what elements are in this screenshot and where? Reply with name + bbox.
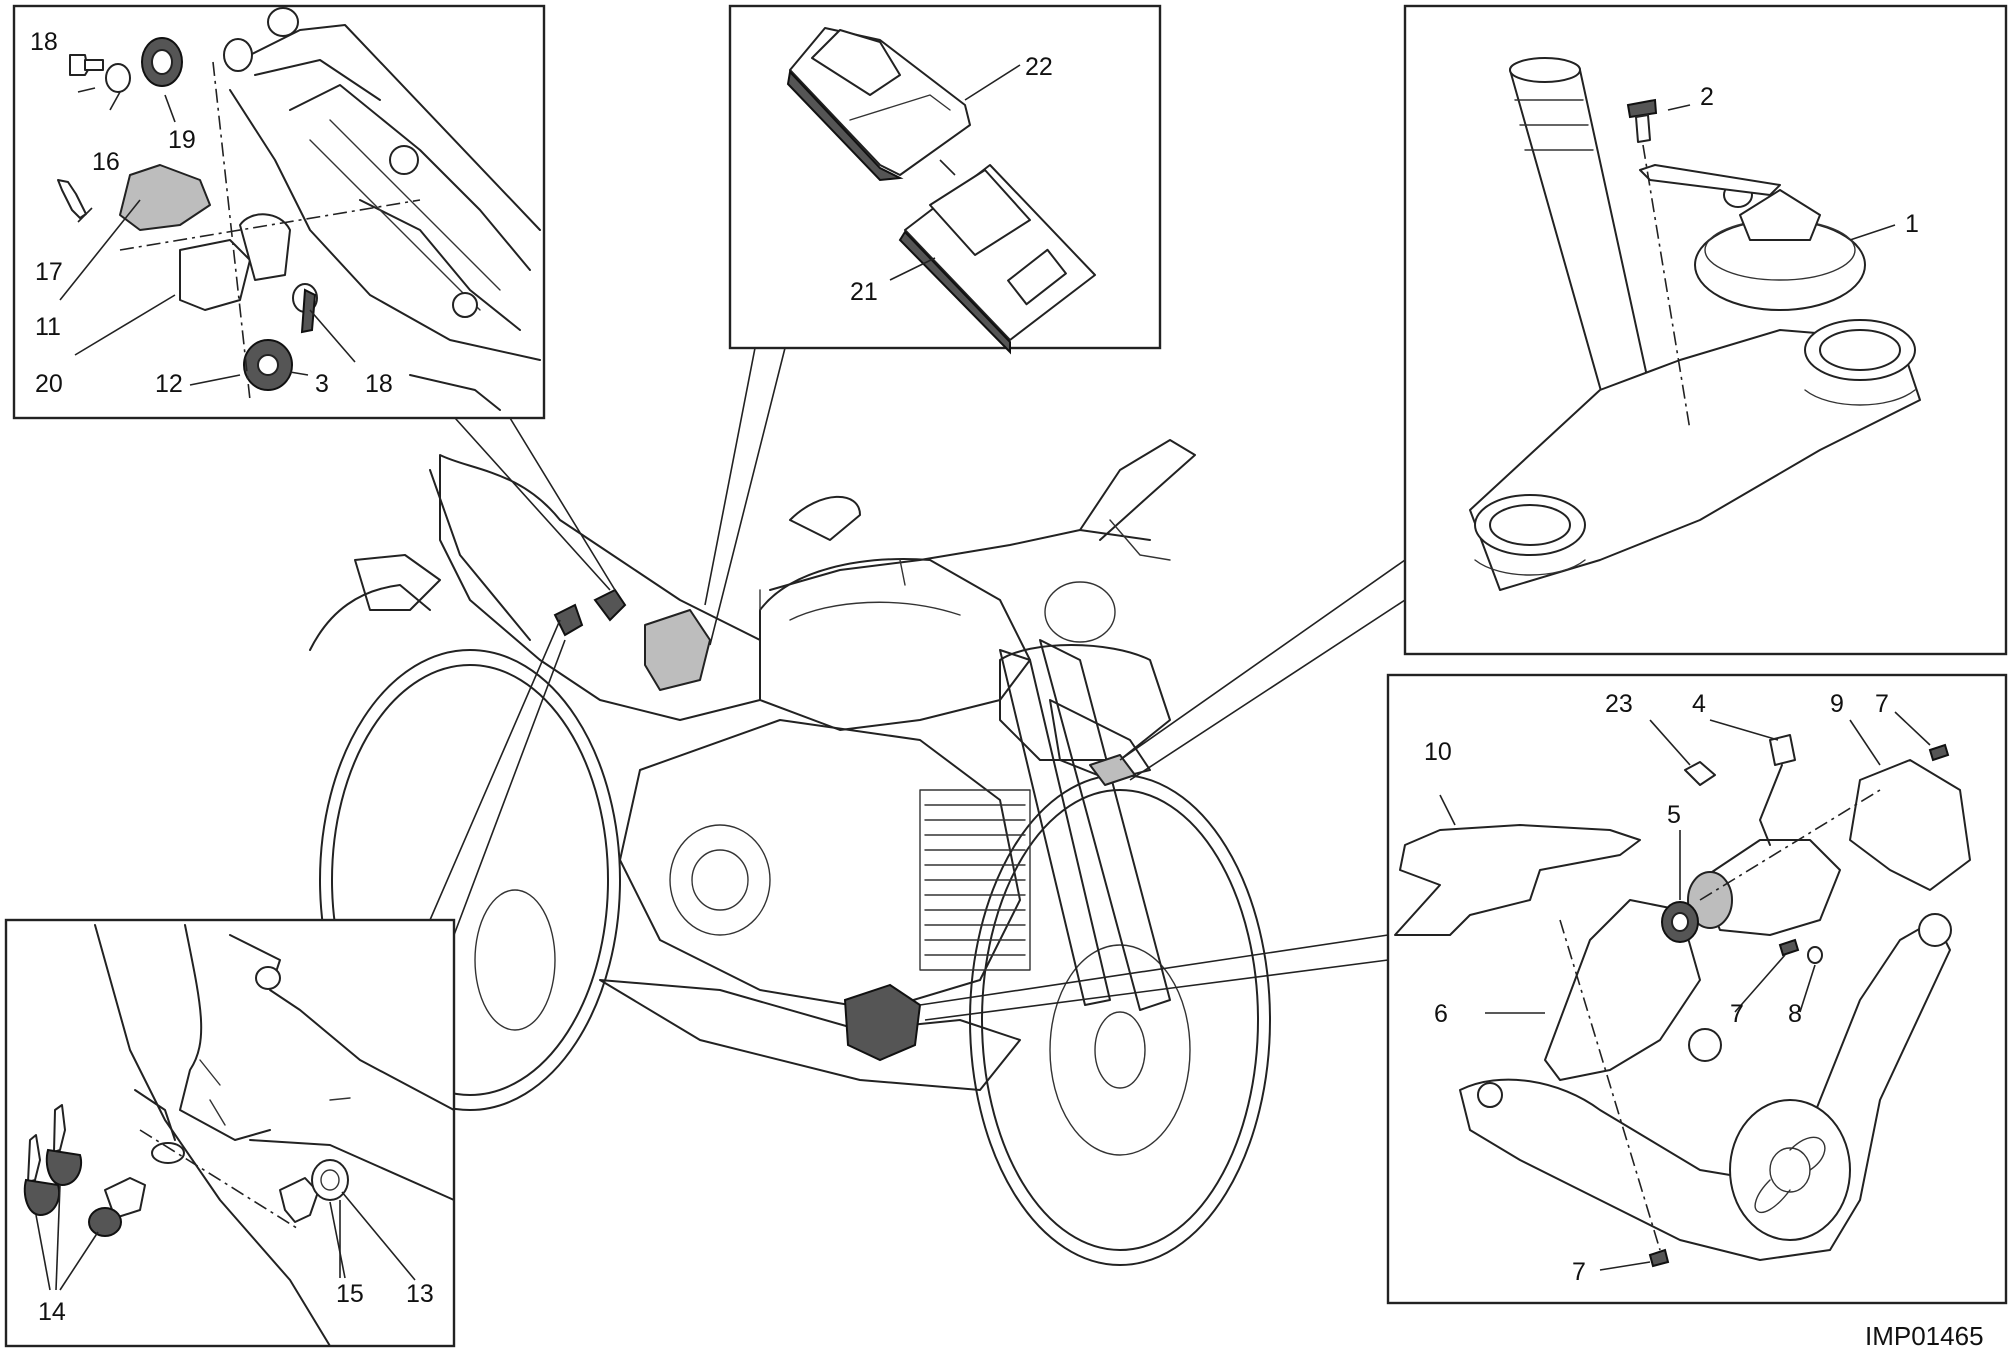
callout-7-middle: 7 xyxy=(1730,1000,1744,1028)
motorcycle-illustration xyxy=(309,439,1271,1266)
callout-7-top: 7 xyxy=(1875,690,1889,718)
detail-box-seat-lock: 18 16 19 17 11 20 12 3 18 xyxy=(12,4,546,420)
callout-19: 19 xyxy=(168,126,196,154)
callout-18-bottom: 18 xyxy=(365,370,393,398)
callout-4: 4 xyxy=(1692,690,1706,718)
callout-21: 21 xyxy=(850,278,878,306)
callout-9: 9 xyxy=(1830,690,1844,718)
pointer-actuator xyxy=(919,934,1389,1021)
callout-10: 10 xyxy=(1424,738,1452,766)
pointer-horn xyxy=(1119,559,1406,781)
callout-13: 13 xyxy=(406,1280,434,1308)
callout-18-top: 18 xyxy=(30,28,58,56)
callout-20: 20 xyxy=(35,370,63,398)
callout-15: 15 xyxy=(336,1280,364,1308)
callout-1: 1 xyxy=(1905,210,1919,238)
callout-2: 2 xyxy=(1700,83,1714,111)
detail-box-ignition: 14 15 13 xyxy=(4,918,456,1348)
callout-11: 11 xyxy=(35,313,61,341)
pointer-control-units xyxy=(704,347,786,646)
detail-box-actuator: 10 23 4 5 9 7 7 8 6 7 xyxy=(1386,673,2008,1305)
callout-3: 3 xyxy=(315,370,329,398)
callout-23: 23 xyxy=(1605,690,1633,718)
callout-17: 17 xyxy=(35,258,63,286)
pointer-ignition xyxy=(429,619,566,936)
callout-14: 14 xyxy=(38,1298,66,1326)
callout-7-bottom: 7 xyxy=(1572,1258,1586,1286)
drawing-code: IMP01465 xyxy=(1865,1321,1984,1351)
callout-12: 12 xyxy=(155,370,183,398)
callout-8: 8 xyxy=(1788,1000,1802,1028)
callout-6: 6 xyxy=(1434,1000,1448,1028)
callout-5: 5 xyxy=(1667,801,1681,829)
callout-16: 16 xyxy=(92,148,120,176)
callout-22: 22 xyxy=(1025,53,1053,81)
detail-box-control-units: 22 21 xyxy=(728,4,1162,355)
pointer-seat-lock xyxy=(454,417,616,591)
detail-box-horn: 2 1 xyxy=(1403,4,2008,656)
